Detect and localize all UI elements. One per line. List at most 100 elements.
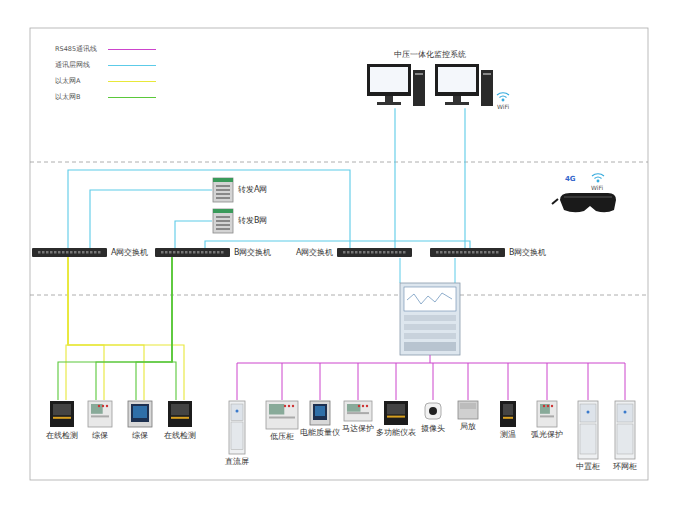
device-label: 转发A网 (238, 185, 267, 194)
network-wire (400, 258, 401, 283)
device: 局放 (443, 400, 493, 432)
device-label: A网交换机 (296, 248, 333, 257)
legend-row: RS485通讯线 (55, 46, 156, 53)
device: 摄像头 (408, 400, 458, 434)
device-icon (87, 400, 113, 428)
device-label: A网交换机 (111, 248, 148, 257)
legend-text: RS485通讯线 (55, 46, 105, 53)
device: 中置柜 (563, 400, 613, 472)
device-icon (423, 400, 443, 422)
device-icon (228, 400, 246, 455)
device: 马达保护 (333, 400, 383, 434)
device-label: 环网柜 (613, 463, 637, 472)
network-switch: A网交换机 (32, 248, 148, 257)
comm-panel (400, 283, 460, 355)
device-label: 局放 (460, 423, 476, 432)
device: 弧光保护 (522, 400, 572, 440)
device-icon (577, 400, 599, 460)
network-connector (58, 257, 172, 400)
legend-text: 以太网A (55, 78, 105, 85)
device: 在线检测 (37, 400, 87, 440)
device-label: 中置柜 (576, 463, 600, 472)
device-icon (430, 248, 505, 257)
network-switch: B网交换机 (430, 248, 547, 257)
wifi-icon (592, 174, 604, 182)
network-connector (175, 221, 212, 248)
device: 多功能仪表 (371, 400, 421, 438)
device: 测温 (483, 400, 533, 440)
device: 转发A网 (212, 177, 267, 203)
network-connector (96, 257, 172, 400)
legend-text: 以太网B (55, 94, 105, 101)
device-icon (499, 400, 517, 428)
network-connector (205, 241, 470, 248)
device: 综保 (75, 400, 125, 440)
device-label: B网交换机 (509, 248, 547, 257)
network-connector (136, 257, 172, 400)
device-icon (337, 248, 412, 257)
device-icon (614, 400, 636, 460)
device-label: 马达保护 (342, 425, 374, 434)
network-connector (464, 108, 465, 248)
device: 环网柜 (600, 400, 650, 472)
device: 转发B网 (212, 208, 268, 234)
legend-text: 通讯层网线 (55, 62, 105, 69)
device-icon (167, 400, 193, 428)
legend-row: 以太网B (55, 94, 156, 101)
device: 综保 (115, 400, 165, 440)
device-label: 直流屏 (225, 458, 249, 467)
device: 电能质量仪 (295, 400, 345, 438)
network-switch: B网交换机 (155, 248, 272, 257)
network-connector (172, 257, 176, 400)
icon-caption: WiFi (591, 184, 603, 191)
device: 在线检测 (155, 400, 205, 440)
device-label: 在线检测 (164, 431, 196, 440)
network-connector (68, 257, 104, 400)
wifi-icon (497, 93, 509, 101)
device-label: B网交换机 (234, 248, 272, 257)
device-label: 摄像头 (421, 425, 445, 434)
layer-divider (30, 295, 400, 296)
network-connector (90, 190, 212, 248)
layer-divider (30, 162, 648, 163)
device-icon (383, 400, 409, 426)
vr-glasses (552, 193, 616, 212)
layer-divider (460, 295, 648, 296)
legend-row: 以太网A (55, 78, 156, 85)
network-connector (68, 257, 184, 400)
network-wire (455, 258, 456, 283)
icon-caption: WiFi (497, 103, 509, 110)
device: 直流屏 (212, 400, 262, 467)
device-icon (343, 400, 373, 422)
legend-row: 通讯层网线 (55, 62, 156, 69)
device-icon (536, 400, 558, 428)
network-switch: A网交换机 (296, 248, 412, 257)
legend-swatch (108, 97, 156, 99)
device-label: 转发B网 (238, 216, 268, 225)
device-label: 中压一体化监控系统 (394, 50, 466, 59)
device-label: 综保 (92, 431, 108, 440)
icon-caption: 4G (565, 175, 576, 183)
rs485-bus (237, 355, 625, 400)
device-label: 弧光保护 (531, 431, 563, 440)
network-connector (394, 108, 395, 248)
device-icon (212, 177, 234, 203)
device-icon (309, 400, 331, 426)
device-label: 多功能仪表 (376, 429, 416, 438)
legend-swatch (108, 65, 156, 67)
device-label: 测温 (500, 431, 516, 440)
device-label: 在线检测 (46, 431, 78, 440)
device-icon (457, 400, 479, 420)
device-icon (265, 400, 299, 430)
monitoring-system: 中压一体化监控系统 (365, 50, 495, 108)
network-connector (68, 257, 144, 400)
device-icon (212, 208, 234, 234)
device-icon (365, 62, 495, 108)
frame (30, 28, 648, 480)
device-icon (49, 400, 75, 428)
device-icon (155, 248, 230, 257)
device-label: 电能质量仪 (300, 429, 340, 438)
device: 低压柜 (257, 400, 307, 442)
device-icon (32, 248, 107, 257)
